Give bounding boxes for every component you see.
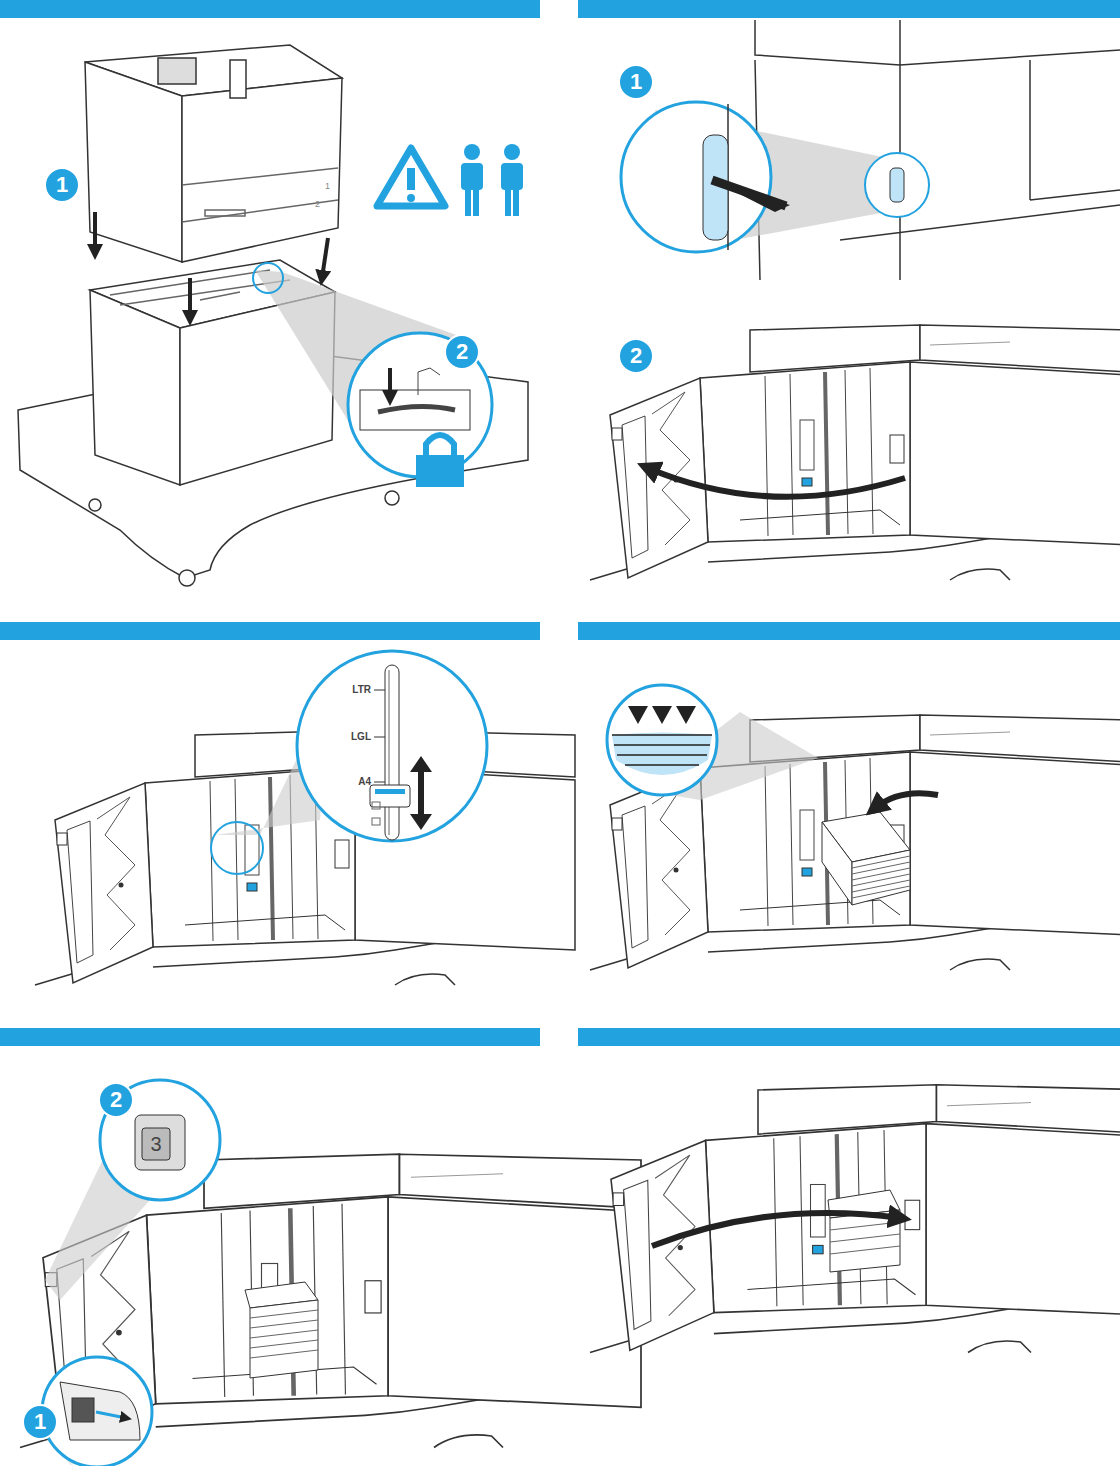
part-label: LGL	[351, 732, 371, 742]
callout-text: 1	[630, 71, 642, 93]
part-label: 2	[315, 200, 320, 209]
callout-text: 2	[630, 345, 642, 367]
callout-number: 2	[444, 334, 480, 370]
callout-text: 2	[110, 1089, 122, 1111]
callout-number: 2	[98, 1082, 134, 1118]
callout-number: 1	[618, 64, 654, 100]
callout-number: 1	[44, 167, 80, 203]
callout-text: 2	[456, 341, 468, 363]
callout-text: 1	[34, 1411, 46, 1433]
part-label: 3	[150, 1134, 161, 1154]
callout-number: 1	[22, 1404, 58, 1440]
part-label: A4	[358, 777, 371, 787]
callout-number: 2	[618, 338, 654, 374]
callout-text: 1	[56, 174, 68, 196]
part-label: 1	[325, 182, 330, 191]
part-label: LTR	[352, 685, 371, 695]
